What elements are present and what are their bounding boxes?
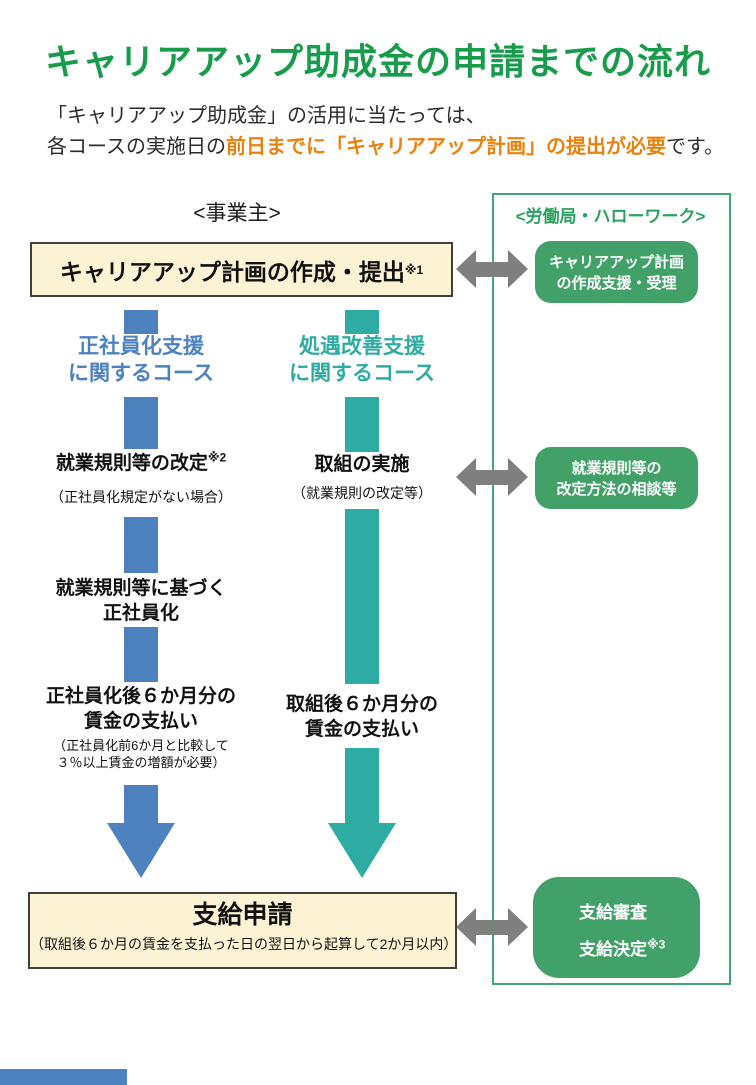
career-plan-box-label: キャリアアップ計画の作成・提出 bbox=[59, 258, 405, 285]
right-step-2-line-1: 取組後６か月分の bbox=[285, 694, 438, 715]
arrow-shaft bbox=[476, 919, 508, 935]
right-course-line-1: 処遇改善支援 bbox=[299, 335, 425, 358]
career-plan-box: キャリアアップ計画の作成・提出※1 bbox=[30, 242, 453, 297]
application-box-title: 支給申請 bbox=[192, 901, 293, 929]
intro-text: 「キャリアアップ助成金」の活用に当たっては、 各コースの実施日の前日までに「キャ… bbox=[47, 101, 724, 163]
right-course-line-2: に関するコース bbox=[289, 362, 435, 385]
double-arrow-icon-top bbox=[456, 250, 528, 288]
arrow-right-head-icon bbox=[508, 250, 528, 288]
blue-down-arrow-icon bbox=[107, 823, 175, 878]
left-step-1-title: 就業規則等の改定※2 bbox=[11, 451, 271, 476]
left-course-label: 正社員化支援 に関するコース bbox=[11, 333, 271, 387]
bureau-decision-line-2: 支給決定※3 bbox=[579, 935, 700, 960]
left-step-2-line-2: 正社員化 bbox=[102, 603, 179, 624]
double-arrow-icon-middle bbox=[456, 458, 528, 496]
intro-line-2-highlight: 前日までに「キャリアアップ計画」の提出が必要 bbox=[226, 136, 666, 158]
right-step-2-line-2: 賃金の支払い bbox=[304, 719, 419, 740]
teal-flow-bar-segment bbox=[345, 509, 379, 684]
teal-flow-bar-segment bbox=[345, 397, 379, 452]
bureau-column-header: <労働局・ハローワーク> bbox=[515, 207, 706, 226]
arrow-left-head-icon bbox=[456, 458, 476, 496]
left-step-3-line-1: 正社員化後６か月分の bbox=[45, 686, 236, 707]
left-step-3-title: 正社員化後６か月分の 賃金の支払い bbox=[11, 684, 271, 734]
bureau-consult-pill: 就業規則等の 改定方法の相談等 bbox=[535, 447, 698, 509]
page-title: キャリアアップ助成金の申請までの流れ bbox=[44, 41, 711, 82]
blue-flow-bar-segment bbox=[124, 517, 158, 573]
left-step-3-line-2: 賃金の支払い bbox=[83, 711, 198, 732]
bureau-support-line-1: キャリアアップ計画 bbox=[548, 254, 684, 271]
double-arrow-icon-bottom bbox=[456, 908, 528, 946]
left-step-3-note-line-1: （正社員化前6か月と比較して bbox=[53, 738, 229, 753]
left-step-1-note: （正社員化規定がない場合） bbox=[50, 489, 232, 505]
left-step-2-line-1: 就業規則等に基づく bbox=[55, 578, 227, 599]
right-step-2-title: 取組後６か月分の 賃金の支払い bbox=[232, 692, 492, 742]
intro-line-2-suffix: です。 bbox=[666, 136, 724, 158]
arrow-shaft bbox=[476, 261, 508, 277]
teal-down-arrow-icon bbox=[328, 823, 396, 878]
left-course-line-2: に関するコース bbox=[68, 362, 214, 385]
blue-flow-bar-segment bbox=[124, 310, 158, 334]
intro-line-2-prefix: 各コースの実施日の bbox=[47, 136, 226, 158]
arrow-shaft bbox=[476, 469, 508, 485]
arrow-right-head-icon bbox=[508, 458, 528, 496]
application-box: 支給申請 （取組後６か月の賃金を支払った日の翌日から起算して2か月以内） bbox=[28, 892, 457, 969]
blue-flow-bar-segment bbox=[124, 397, 158, 449]
bureau-region-border bbox=[492, 193, 731, 985]
left-step-2-title: 就業規則等に基づく 正社員化 bbox=[11, 576, 271, 626]
intro-line-2: 各コースの実施日の前日までに「キャリアアップ計画」の提出が必要です。 bbox=[47, 132, 724, 163]
arrow-left-head-icon bbox=[456, 908, 476, 946]
right-step-1-title: 取組の実施 bbox=[314, 454, 410, 475]
bureau-support-pill: キャリアアップ計画 の作成支援・受理 bbox=[535, 241, 698, 303]
bureau-decision-line-2-text: 支給決定 bbox=[579, 940, 647, 959]
bureau-decision-pill: 支給審査 支給決定※3 bbox=[533, 877, 700, 978]
right-step-1-note: （就業規則の改定等） bbox=[292, 485, 432, 501]
left-course-line-1: 正社員化支援 bbox=[78, 335, 204, 358]
bureau-support-line-2: の作成支援・受理 bbox=[556, 275, 677, 292]
blue-flow-bar-segment bbox=[124, 627, 158, 682]
left-step-1-text: 就業規則等の改定 bbox=[55, 453, 208, 474]
arrow-left-head-icon bbox=[456, 250, 476, 288]
employer-column-header: <事業主> bbox=[193, 202, 281, 225]
note-ref-3: ※3 bbox=[647, 937, 666, 952]
application-box-note: （取組後６か月の賃金を支払った日の翌日から起算して2か月以内） bbox=[30, 936, 458, 952]
blue-flow-bar-segment bbox=[124, 785, 158, 823]
note-ref-2: ※2 bbox=[207, 450, 227, 465]
teal-flow-bar-segment bbox=[345, 310, 379, 334]
intro-line-1: 「キャリアアップ助成金」の活用に当たっては、 bbox=[47, 105, 486, 127]
footer-accent-bar bbox=[0, 1069, 127, 1085]
left-step-3-note: （正社員化前6か月と比較して ３％以上賃金の増額が必要） bbox=[11, 737, 271, 771]
arrow-right-head-icon bbox=[508, 908, 528, 946]
teal-flow-bar-segment bbox=[345, 748, 379, 823]
bureau-consult-line-2: 改定方法の相談等 bbox=[556, 481, 677, 498]
left-step-3-note-line-2: ３％以上賃金の増額が必要） bbox=[56, 755, 226, 770]
bureau-consult-line-1: 就業規則等の bbox=[571, 460, 662, 477]
right-course-label: 処遇改善支援 に関するコース bbox=[232, 333, 492, 387]
bureau-decision-line-1: 支給審査 bbox=[579, 903, 647, 922]
